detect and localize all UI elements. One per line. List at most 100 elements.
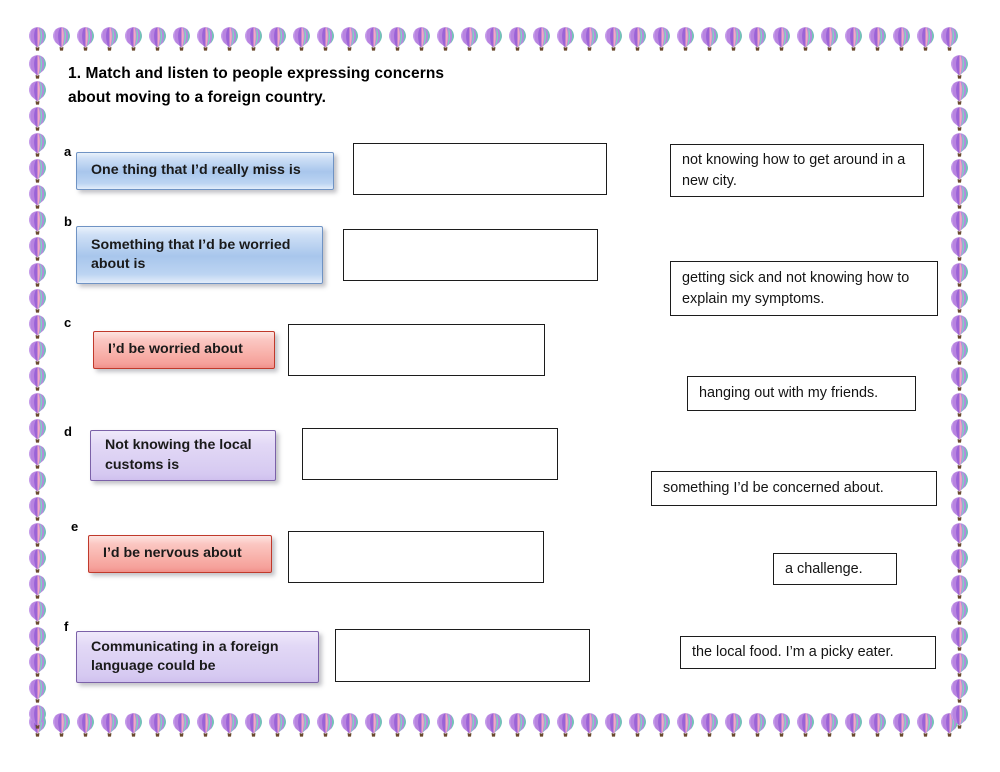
hot-air-balloon-icon bbox=[794, 712, 818, 738]
hot-air-balloon-icon bbox=[26, 444, 50, 470]
hot-air-balloon-icon bbox=[26, 574, 50, 600]
hot-air-balloon-icon bbox=[26, 392, 50, 418]
hot-air-balloon-icon bbox=[26, 158, 50, 184]
hot-air-balloon-icon bbox=[194, 712, 218, 738]
hot-air-balloon-icon bbox=[746, 26, 770, 52]
hot-air-balloon-icon bbox=[434, 26, 458, 52]
instruction-text: 1. Match and listen to people expressing… bbox=[68, 62, 588, 110]
prompt-chip-a[interactable]: One thing that I’d really miss is bbox=[76, 152, 334, 190]
hot-air-balloon-icon bbox=[170, 712, 194, 738]
hot-air-balloon-icon bbox=[948, 366, 972, 392]
instruction-line-2: about moving to a foreign country. bbox=[68, 89, 326, 107]
hot-air-balloon-icon bbox=[26, 626, 50, 652]
prompt-chip-f[interactable]: Communicating in a foreign language coul… bbox=[76, 631, 319, 683]
hot-air-balloon-icon bbox=[26, 132, 50, 158]
hot-air-balloon-icon bbox=[948, 236, 972, 262]
dropzone-e[interactable] bbox=[288, 531, 544, 583]
hot-air-balloon-icon bbox=[26, 548, 50, 574]
answer-card-3[interactable]: hanging out with my friends. bbox=[687, 376, 916, 411]
hot-air-balloon-icon bbox=[362, 26, 386, 52]
hot-air-balloon-icon bbox=[626, 26, 650, 52]
row-letter-e: e bbox=[71, 519, 79, 534]
hot-air-balloon-icon bbox=[458, 712, 482, 738]
hot-air-balloon-icon bbox=[650, 26, 674, 52]
hot-air-balloon-icon bbox=[26, 652, 50, 678]
instruction-line-1: 1. Match and listen to people expressing… bbox=[68, 65, 445, 82]
hot-air-balloon-icon bbox=[948, 652, 972, 678]
dropzone-b[interactable] bbox=[343, 229, 598, 281]
answer-card-1[interactable]: not knowing how to get around in a new c… bbox=[670, 144, 924, 197]
answer-card-2[interactable]: getting sick and not knowing how to expl… bbox=[670, 261, 938, 316]
hot-air-balloon-icon bbox=[948, 600, 972, 626]
prompt-chip-e[interactable]: I’d be nervous about bbox=[88, 535, 272, 573]
hot-air-balloon-icon bbox=[506, 712, 530, 738]
hot-air-balloon-icon bbox=[866, 712, 890, 738]
hot-air-balloon-icon bbox=[698, 712, 722, 738]
balloon-border-top bbox=[26, 26, 974, 54]
hot-air-balloon-icon bbox=[26, 54, 50, 80]
balloon-border-left bbox=[26, 54, 52, 729]
row-letter-f: f bbox=[64, 619, 69, 634]
hot-air-balloon-icon bbox=[948, 496, 972, 522]
hot-air-balloon-icon bbox=[554, 26, 578, 52]
hot-air-balloon-icon bbox=[26, 366, 50, 392]
hot-air-balloon-icon bbox=[146, 712, 170, 738]
hot-air-balloon-icon bbox=[218, 26, 242, 52]
hot-air-balloon-icon bbox=[948, 574, 972, 600]
hot-air-balloon-icon bbox=[794, 26, 818, 52]
hot-air-balloon-icon bbox=[26, 600, 50, 626]
answer-card-6[interactable]: the local food. I’m a picky eater. bbox=[680, 636, 936, 669]
hot-air-balloon-icon bbox=[26, 704, 50, 730]
hot-air-balloon-icon bbox=[948, 132, 972, 158]
hot-air-balloon-icon bbox=[948, 548, 972, 574]
hot-air-balloon-icon bbox=[314, 26, 338, 52]
dropzone-c[interactable] bbox=[288, 324, 545, 376]
hot-air-balloon-icon bbox=[266, 26, 290, 52]
hot-air-balloon-icon bbox=[948, 340, 972, 366]
hot-air-balloon-icon bbox=[26, 314, 50, 340]
answer-card-4[interactable]: something I’d be concerned about. bbox=[651, 471, 937, 506]
hot-air-balloon-icon bbox=[170, 26, 194, 52]
prompt-chip-c[interactable]: I’d be worried about bbox=[93, 331, 275, 369]
hot-air-balloon-icon bbox=[26, 80, 50, 106]
hot-air-balloon-icon bbox=[914, 26, 938, 52]
answer-card-5[interactable]: a challenge. bbox=[773, 553, 897, 585]
hot-air-balloon-icon bbox=[386, 712, 410, 738]
answer-card-5-label: a challenge. bbox=[785, 560, 863, 577]
hot-air-balloon-icon bbox=[948, 158, 972, 184]
prompt-chip-e-label: I’d be nervous about bbox=[103, 545, 242, 562]
hot-air-balloon-icon bbox=[948, 210, 972, 236]
hot-air-balloon-icon bbox=[650, 712, 674, 738]
hot-air-balloon-icon bbox=[746, 712, 770, 738]
prompt-chip-b[interactable]: Something that I’d be worried about is bbox=[76, 226, 323, 284]
prompt-chip-c-label: I’d be worried about bbox=[108, 341, 243, 358]
hot-air-balloon-icon bbox=[626, 712, 650, 738]
hot-air-balloon-icon bbox=[578, 26, 602, 52]
answer-card-1-label: not knowing how to get around in a new c… bbox=[682, 152, 906, 189]
hot-air-balloon-icon bbox=[98, 26, 122, 52]
dropzone-d[interactable] bbox=[302, 428, 558, 480]
prompt-chip-a-label: One thing that I’d really miss is bbox=[91, 162, 301, 179]
hot-air-balloon-icon bbox=[26, 418, 50, 444]
hot-air-balloon-icon bbox=[146, 26, 170, 52]
hot-air-balloon-icon bbox=[842, 712, 866, 738]
answer-card-3-label: hanging out with my friends. bbox=[699, 385, 879, 402]
hot-air-balloon-icon bbox=[948, 444, 972, 470]
hot-air-balloon-icon bbox=[26, 184, 50, 210]
balloon-border-right bbox=[948, 54, 974, 729]
dropzone-f[interactable] bbox=[335, 629, 590, 682]
hot-air-balloon-icon bbox=[948, 314, 972, 340]
hot-air-balloon-icon bbox=[948, 678, 972, 704]
hot-air-balloon-icon bbox=[194, 26, 218, 52]
hot-air-balloon-icon bbox=[866, 26, 890, 52]
hot-air-balloon-icon bbox=[914, 712, 938, 738]
answer-card-4-label: something I’d be concerned about. bbox=[663, 480, 884, 497]
hot-air-balloon-icon bbox=[242, 712, 266, 738]
dropzone-a[interactable] bbox=[353, 143, 607, 195]
hot-air-balloon-icon bbox=[26, 496, 50, 522]
hot-air-balloon-icon bbox=[26, 26, 50, 52]
hot-air-balloon-icon bbox=[26, 470, 50, 496]
prompt-chip-d[interactable]: Not knowing the local customs is bbox=[90, 430, 276, 481]
hot-air-balloon-icon bbox=[722, 26, 746, 52]
